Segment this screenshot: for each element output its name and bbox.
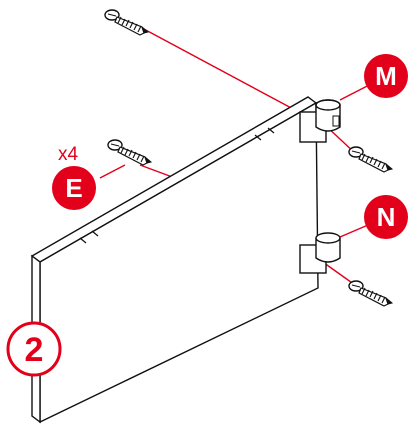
screw-icon-top <box>104 9 149 36</box>
label-e-quantity: x4 <box>58 144 79 165</box>
label-n: N <box>377 202 396 232</box>
step-number: 2 <box>25 331 44 369</box>
panel-board <box>30 96 319 424</box>
callout-m: M <box>364 54 408 98</box>
callout-n: N <box>364 195 408 239</box>
label-e: E <box>65 173 82 203</box>
leader-e <box>99 164 126 179</box>
hinge-m <box>299 99 341 143</box>
label-m: M <box>375 61 397 91</box>
screw-icon-hinge-m <box>348 146 393 173</box>
screw-icon-e <box>107 139 152 166</box>
guide-line-top-screw <box>141 27 296 111</box>
callout-e: E x4 <box>52 144 96 210</box>
hinge-n <box>299 232 341 274</box>
screw-icon-hinge-n <box>348 280 393 307</box>
guide-line-screw-e <box>139 164 176 179</box>
step-badge: 2 <box>6 321 62 377</box>
